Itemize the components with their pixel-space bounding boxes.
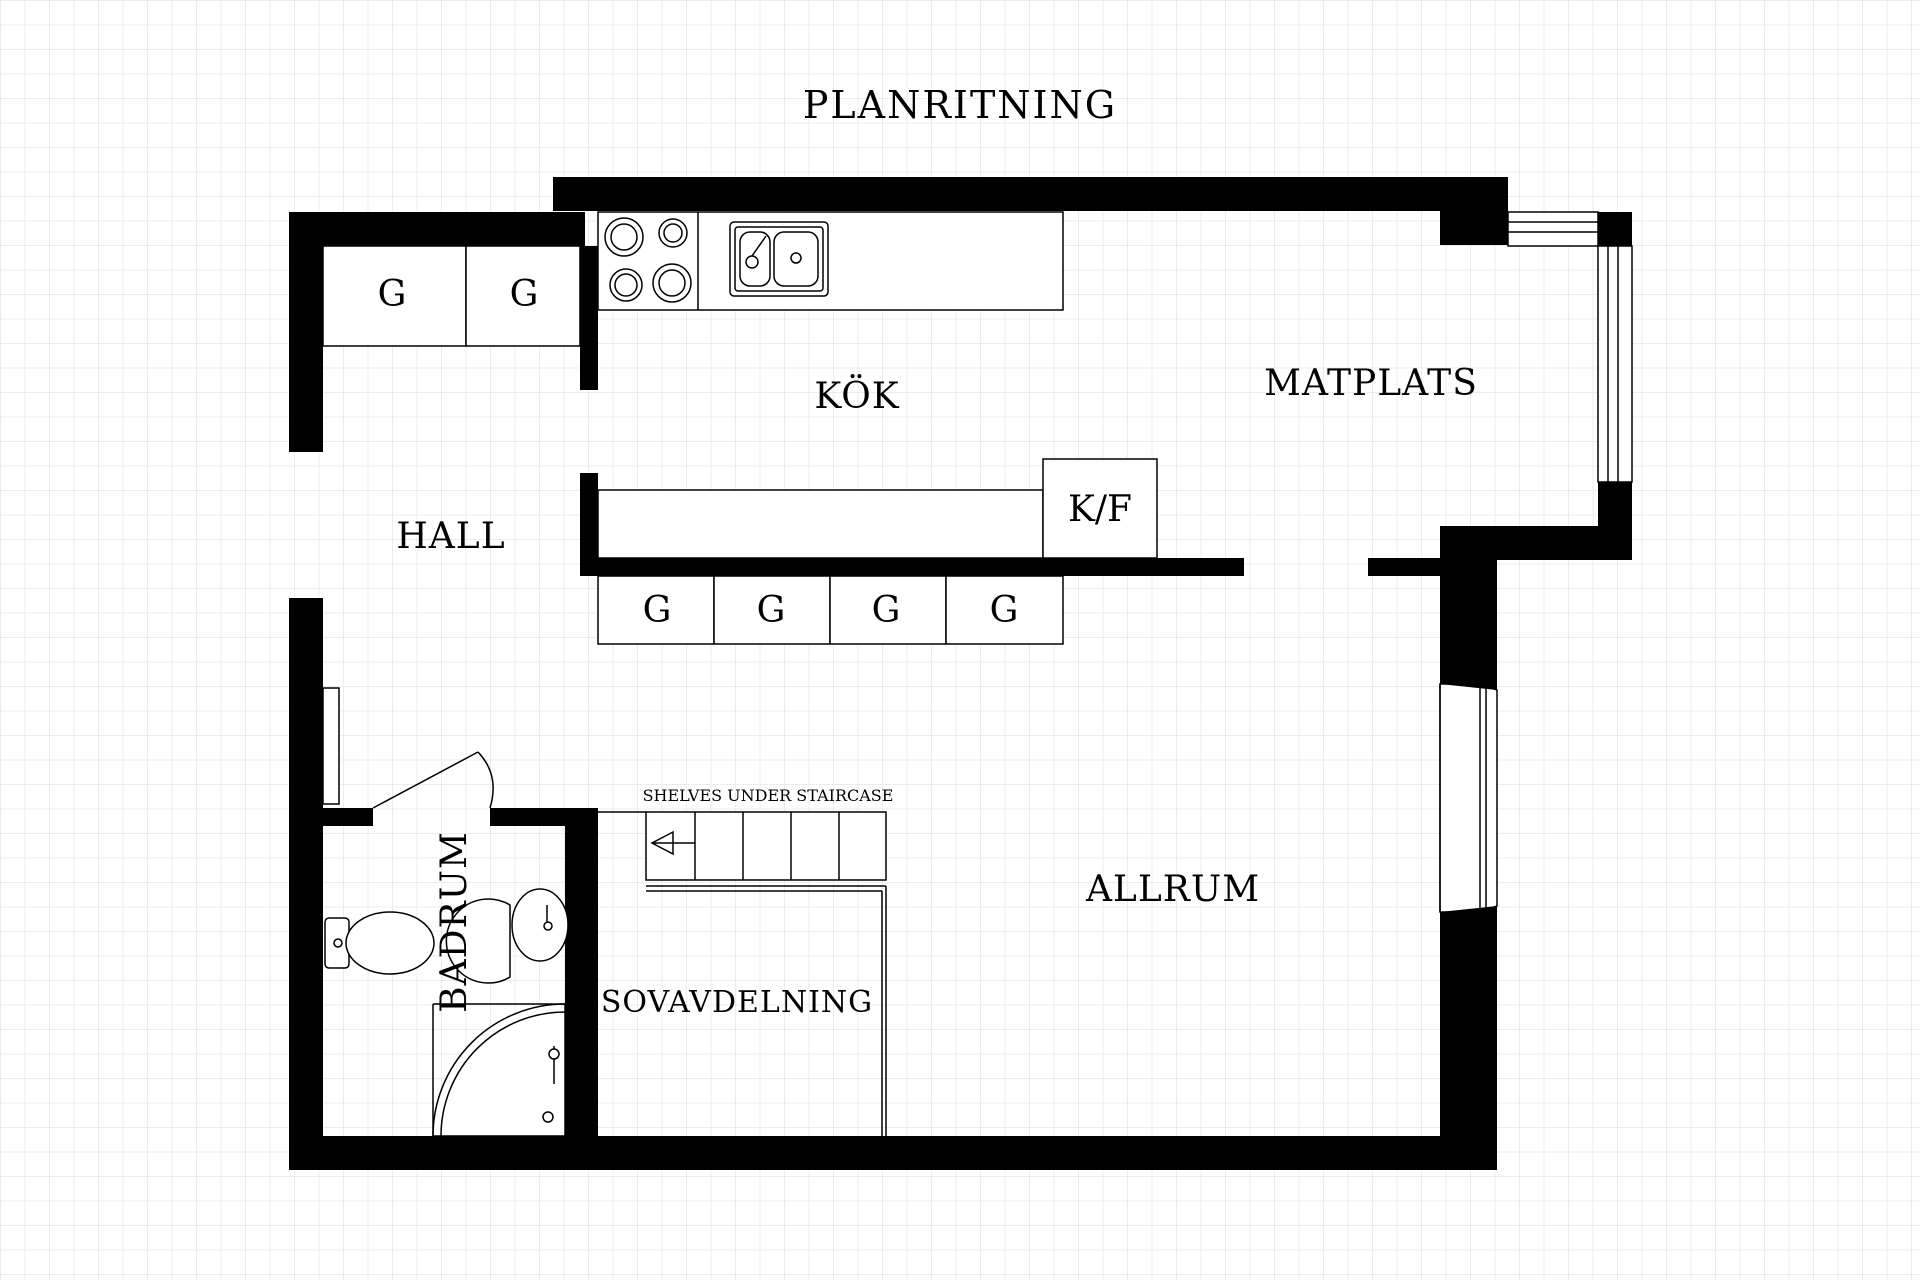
wall-left-upper (289, 212, 323, 452)
closet-g-2-label: G (510, 274, 539, 315)
wall-top-corner (1440, 177, 1508, 245)
wall-bath-top-left (289, 808, 373, 826)
washbasin-icon (445, 888, 569, 984)
closet-g-1-label: G (378, 274, 407, 315)
wall-bottom (289, 1136, 1497, 1170)
closet-g-5 (829, 575, 947, 645)
closet-g-3-label: G (643, 590, 672, 631)
window-allrum (1439, 670, 1498, 913)
room-label-kok: KÖK (814, 375, 899, 417)
plan-title: PLANRITNING (803, 83, 1117, 127)
wall-kitchen-left-stub (580, 246, 598, 390)
sink-icon (729, 221, 829, 297)
allrum-closets: G G G G (597, 575, 1064, 645)
room-label-badrum: BADRUM (434, 831, 475, 1013)
wall-left-lower (289, 598, 323, 1170)
window-matplats (1507, 211, 1633, 483)
wall-matplats-stub (1368, 558, 1448, 576)
closet-g-4 (713, 575, 831, 645)
kitchen-island: K/F (597, 458, 1158, 559)
stove-burner-2-icon (658, 218, 688, 248)
wall-bath-right (565, 808, 598, 1170)
closet-g-4-label: G (757, 590, 786, 631)
wall-right-allrum-upper (1440, 526, 1497, 684)
fridge-freezer-label: K/F (1068, 489, 1132, 530)
room-label-hall: HALL (396, 516, 505, 557)
wall-right-window-frame-top (1598, 212, 1632, 246)
stove-burner-1-icon (604, 217, 644, 257)
closet-g-2 (465, 245, 581, 347)
closet-g-6 (945, 575, 1064, 645)
fridge-freezer (1042, 458, 1158, 559)
wall-top-kitchen (553, 177, 1508, 211)
wall-top-hall (289, 212, 585, 246)
stove-burner-4-icon (652, 263, 692, 303)
room-label-sovavdelning: SOVAVDELNING (601, 985, 873, 1020)
wall-kitchen-bottom (580, 558, 1244, 576)
staircase-label: SHELVES UNDER STAIRCASE (643, 786, 894, 805)
walls (289, 177, 1632, 1170)
closet-g-6-label: G (990, 590, 1019, 631)
toilet-icon (324, 911, 435, 975)
wall-kitchen-island-stub (580, 473, 598, 575)
closet-g-1 (322, 245, 467, 347)
stove (604, 217, 692, 303)
closet-g-5-label: G (872, 590, 901, 631)
sleeping-area-divider (646, 885, 887, 1136)
hall-closets: G G (322, 245, 581, 347)
staircase: SHELVES UNDER STAIRCASE (598, 786, 894, 881)
room-label-matplats: MATPLATS (1264, 363, 1478, 404)
room-label-allrum: ALLRUM (1085, 869, 1260, 910)
wall-right-allrum-lower (1440, 912, 1497, 1170)
hall-shoe-rack (322, 687, 340, 805)
stair-direction-arrow-icon (650, 830, 695, 856)
shower-icon (432, 1003, 566, 1137)
bathroom-door (372, 751, 494, 809)
stove-burner-3-icon (609, 268, 643, 302)
